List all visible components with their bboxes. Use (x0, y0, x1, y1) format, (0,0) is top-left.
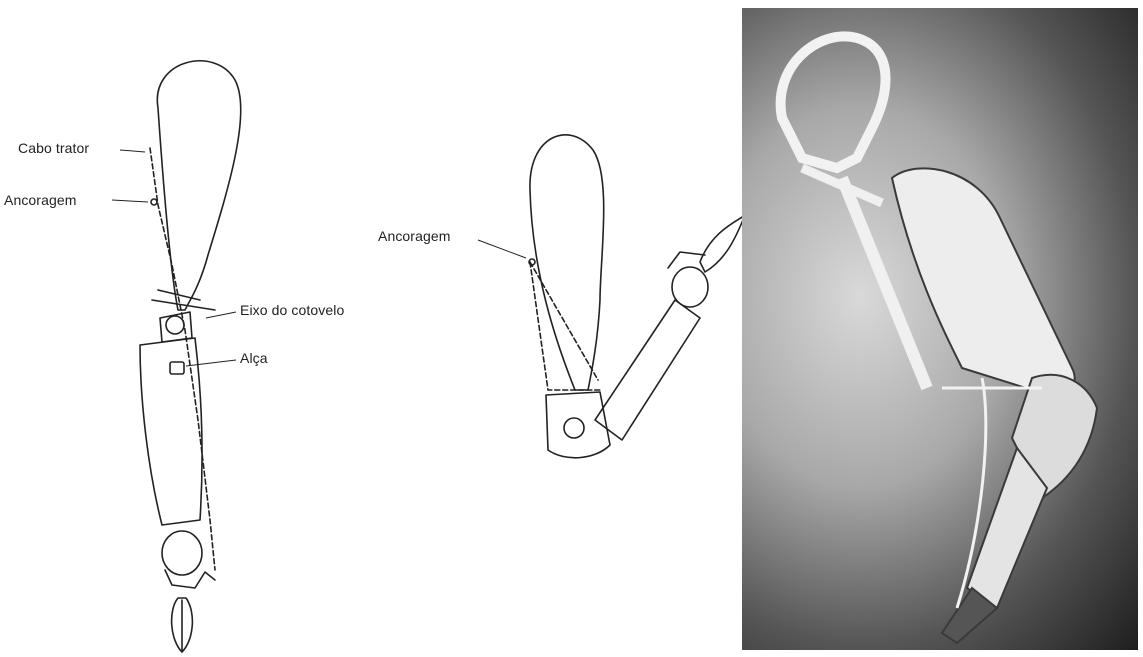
label-ancoragem-left: Ancoragem (4, 192, 77, 208)
middle-harness-loop (530, 135, 604, 390)
left-handle (170, 362, 184, 374)
label-alca: Alça (240, 350, 268, 366)
left-upper-socket (140, 338, 202, 525)
label-cabo-trator: Cabo trator (18, 140, 89, 156)
label-eixo-do-cotovelo: Eixo do cotovelo (240, 302, 344, 318)
middle-hook (700, 215, 745, 272)
left-elbow-hinge (166, 316, 184, 334)
prosthesis-photo-drawing (742, 8, 1138, 650)
left-harness-loop (157, 61, 240, 310)
left-wrist (162, 531, 202, 575)
left-anchor-point (151, 199, 157, 205)
label-ancoragem-middle: Ancoragem (378, 228, 451, 244)
left-cable (150, 148, 215, 570)
middle-wrist (672, 267, 708, 307)
prosthesis-photo (742, 8, 1138, 650)
middle-forearm (595, 300, 700, 440)
middle-elbow-hinge (564, 418, 584, 438)
